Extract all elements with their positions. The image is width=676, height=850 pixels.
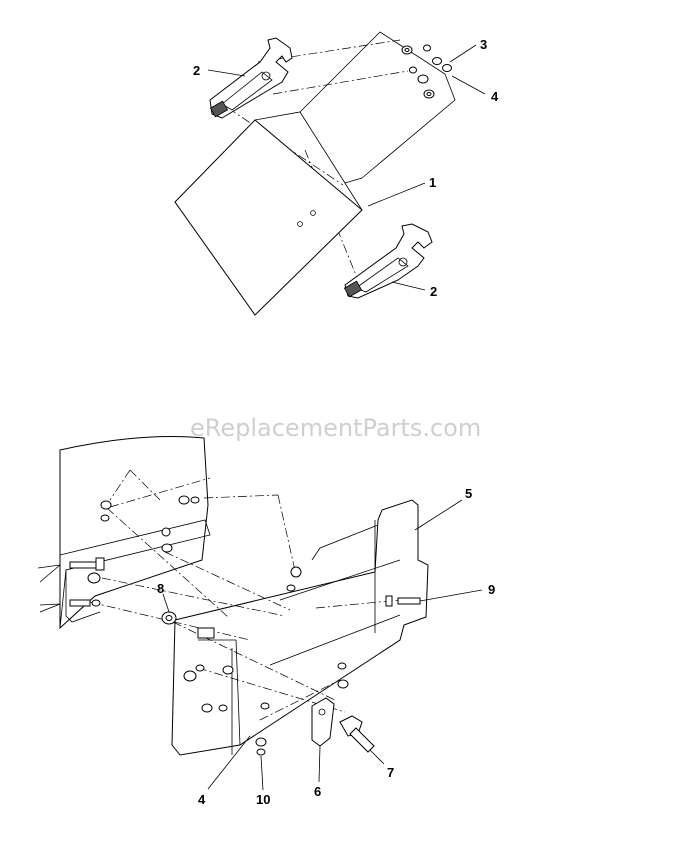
- callout-label: 5: [465, 486, 472, 501]
- callout-label: 2: [430, 284, 437, 299]
- panel-part-1: [174, 31, 456, 316]
- top-assembly: 2 2 1 3 4: [174, 31, 499, 316]
- callout-label: 1: [429, 175, 436, 190]
- bracket-part-5: [171, 499, 429, 756]
- hardware-bolts-nuts: [69, 495, 421, 756]
- watermark-text: eReplacementParts.com: [190, 414, 481, 442]
- bolt-part-7: [339, 715, 375, 753]
- hardware-washers-3-4: [401, 44, 452, 99]
- tab-plate-part-6: [311, 697, 335, 747]
- callout-label: 9: [488, 582, 495, 597]
- bottom-assembly: 5 9 8 7 6 10 4: [37, 436, 495, 807]
- latch-part-2-lower: [343, 223, 433, 299]
- callout-label: 4: [491, 89, 499, 104]
- callout-label: 8: [157, 581, 164, 596]
- latch-part-2-upper: [209, 37, 293, 119]
- callout-label: 2: [193, 63, 200, 78]
- callout-label: 4: [198, 792, 206, 807]
- callout-label: 10: [256, 792, 270, 807]
- callout-label: 3: [480, 37, 487, 52]
- callout-label: 7: [387, 765, 394, 780]
- callout-label: 6: [314, 784, 321, 799]
